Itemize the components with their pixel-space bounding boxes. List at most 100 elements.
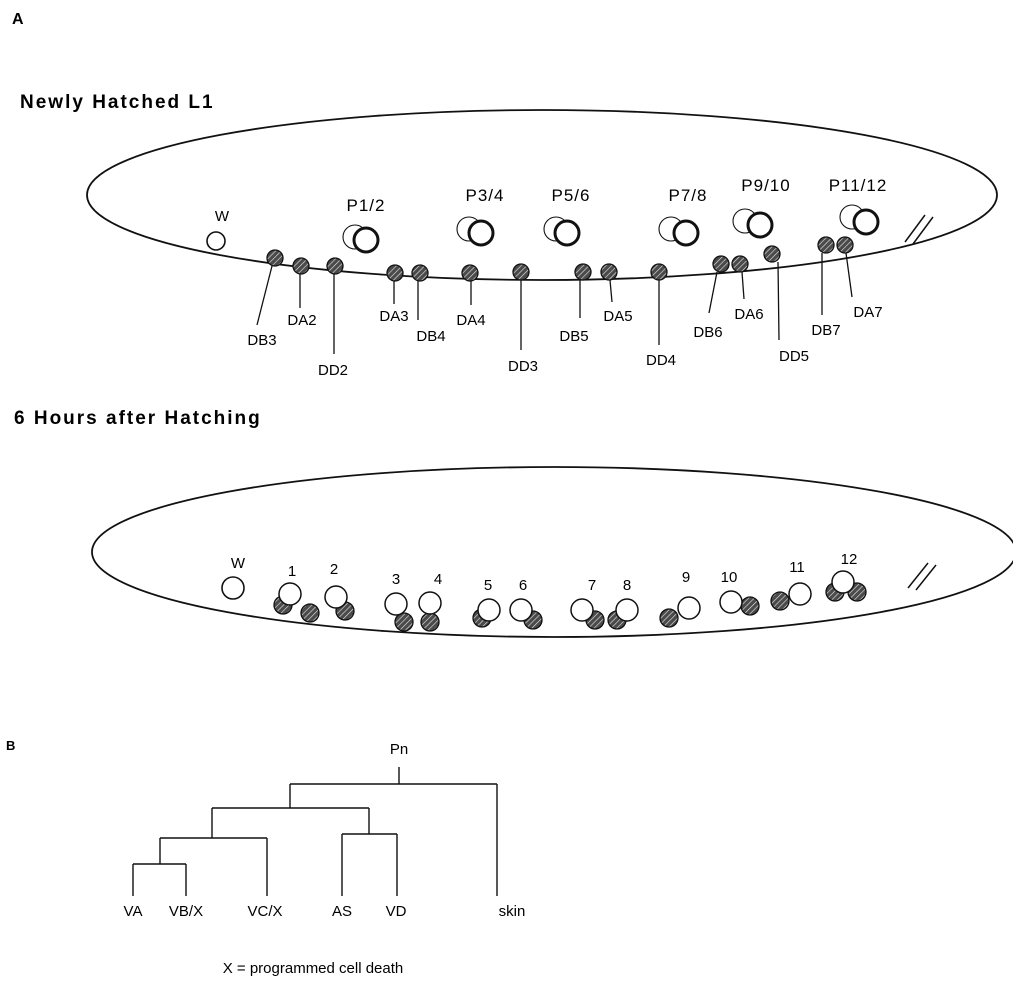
open-cell [278, 582, 302, 606]
open-cell [553, 219, 581, 247]
lineage-leaf-label: VB/X [169, 903, 203, 920]
neuron-label: DA3 [379, 308, 408, 325]
open-cell [570, 598, 594, 622]
neuron-labels: DB3 DA2 DD2 DA3 DB4 DA4 DD3 DB5 DA5 DD4 … [247, 304, 882, 379]
panel-a-letter: A [12, 11, 24, 28]
six-hours-cells [221, 570, 867, 632]
dark-cell [712, 255, 730, 273]
open-cell [719, 590, 743, 614]
hatched-neurons [266, 236, 854, 282]
dark-cell [817, 236, 835, 254]
hatched-title: Newly Hatched L1 [20, 92, 215, 113]
neuron-label: DB3 [247, 332, 276, 349]
dark-cell [574, 263, 592, 281]
lineage-leaf-label: skin [499, 903, 526, 920]
neuron-label: DD2 [318, 362, 348, 379]
dark-cell [266, 249, 284, 267]
dark-cell [326, 257, 344, 275]
hatched-w-cell [206, 231, 226, 251]
six-hours-title: 6 Hours after Hatching [14, 408, 262, 429]
panel-b-letter: B [6, 738, 15, 753]
pn-number-label: 9 [682, 569, 690, 586]
neuron-label: DB5 [559, 328, 588, 345]
pn-number-label: 10 [721, 569, 738, 586]
hatched-w-label: W [215, 208, 230, 225]
neuron-label: DA6 [734, 306, 763, 323]
six-hours-break-mark-1 [907, 562, 929, 589]
pn-number-label: 2 [330, 561, 338, 578]
open-cell [418, 591, 442, 615]
lineage-leaf-label: VA [124, 903, 143, 920]
neuron-label: DA5 [603, 308, 632, 325]
dark-cell [512, 263, 530, 281]
leader-line [845, 252, 853, 298]
dark-cell [292, 257, 310, 275]
p-label: P1/2 [347, 196, 386, 215]
lineage-leaf-labels: VA VB/X VC/X AS VD skin [124, 903, 526, 920]
lineage-leaf-label: VC/X [247, 903, 282, 920]
p-label: P3/4 [466, 186, 505, 205]
dark-cell [394, 612, 414, 632]
neuron-label: DD4 [646, 352, 676, 369]
open-cell [509, 598, 533, 622]
pn-number-label: 4 [434, 571, 442, 588]
p-label: P7/8 [669, 186, 708, 205]
lineage-leaf-label: AS [332, 903, 352, 920]
neuron-label: DB7 [811, 322, 840, 339]
lineage-leaf-label: VD [386, 903, 407, 920]
dark-cell [763, 245, 781, 263]
open-cell [324, 585, 348, 609]
dark-cell [740, 596, 760, 616]
hatched-break-mark-2 [912, 216, 934, 245]
pn-number-label: 1 [288, 563, 296, 580]
dark-cell [659, 608, 679, 628]
neuron-label: DA4 [456, 312, 485, 329]
p-cells [342, 204, 880, 254]
six-hours-break-mark-2 [915, 564, 937, 591]
open-cell [467, 219, 495, 247]
lineage-legend: X = programmed cell death [223, 960, 404, 977]
pn-number-label: 5 [484, 577, 492, 594]
pn-number-label: 12 [841, 551, 858, 568]
p-label: P9/10 [741, 176, 790, 195]
open-cell [831, 570, 855, 594]
p-cell-labels: P1/2 P3/4 P5/6 P7/8 P9/10 P11/12 [347, 176, 888, 215]
dark-cell [731, 255, 749, 273]
p-label: P11/12 [829, 176, 888, 195]
pn-number-label: 11 [789, 559, 805, 576]
open-cell [477, 598, 501, 622]
pn-number-label: 6 [519, 577, 527, 594]
neuron-leader-lines [256, 252, 853, 354]
dark-cell [386, 264, 404, 282]
dark-cell [411, 264, 429, 282]
dark-cell [600, 263, 618, 281]
dark-cell [650, 263, 668, 281]
leader-line [256, 265, 273, 326]
lineage-root-label: Pn [390, 741, 408, 758]
open-cell [788, 582, 812, 606]
dark-cell [420, 612, 440, 632]
neuron-label: DA7 [853, 304, 882, 321]
p-label: P5/6 [552, 186, 591, 205]
pn-number-label: 3 [392, 571, 400, 588]
leader-line [609, 279, 613, 303]
pn-number-label: 8 [623, 577, 631, 594]
open-cell [615, 598, 639, 622]
open-cell [852, 208, 880, 236]
neuron-label: DD5 [779, 348, 809, 365]
open-cell [221, 576, 245, 600]
pn-number-labels: 1 2 3 4 5 6 7 8 9 10 11 12 [288, 551, 858, 594]
neuron-label: DB4 [416, 328, 445, 345]
six-hours-w-label: W [231, 555, 246, 572]
hatched-body-outline [86, 109, 998, 281]
open-cell [384, 592, 408, 616]
six-hours-body-outline [91, 466, 1013, 638]
dark-cell [770, 591, 790, 611]
leader-line [777, 261, 780, 341]
open-cell [352, 226, 380, 254]
neuron-label: DB6 [693, 324, 722, 341]
neuron-label: DA2 [287, 312, 316, 329]
leader-line [741, 271, 745, 300]
dark-cell [836, 236, 854, 254]
